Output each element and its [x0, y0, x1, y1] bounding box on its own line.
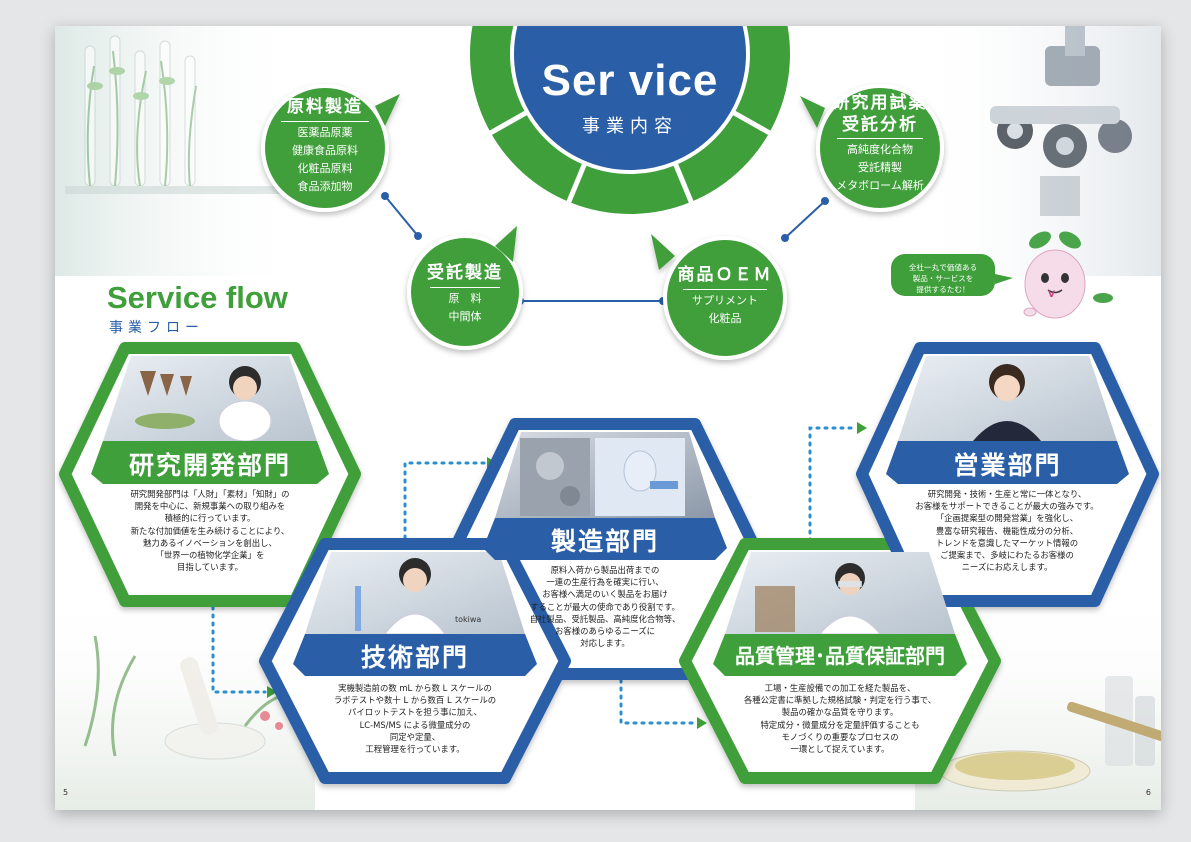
dept-desc-rd: 研究開発部門は「人財」「素材」「知財」の 開発を中心に、新規事業への取り組みを … [130, 489, 290, 573]
dept-desc-quality: 工場・生産設備での加工を経た製品を、 各種公定書に準拠した規格試験・判定を行う事… [743, 683, 937, 755]
bubble-items-oem: サプリメント 化粧品 [665, 292, 785, 328]
flow-title: Service flow [107, 280, 288, 315]
dept-name-sales: 営業部門 [953, 451, 1062, 480]
sales-photo [898, 356, 1117, 441]
dept-desc-manufacturing: 原料入荷から製品出荷までの 一連の生産行為を確実に行い、 お客様へ満足のいく製品… [529, 565, 681, 649]
mascot-speech-bubble: 全社一丸で価値ある 製品・サービスを 提供するたむ！ [908, 263, 978, 294]
bubble-item: メタボローム解析 [836, 179, 924, 192]
page-number-right: 6 [1145, 788, 1151, 797]
flow-subtitle: 事業フロー [109, 320, 204, 336]
bubble-item: 化粧品原料 [297, 162, 353, 175]
bubble-connector-1 [384, 195, 419, 237]
dept-desc-technical: 実機製造前の数 mL から数 L スケールの ラボテストや数十 L から数百 L… [333, 683, 497, 755]
bubble-shapes [261, 84, 944, 360]
test-tube-plants [65, 35, 285, 194]
bubble-title-reagents-analysis: 研究用試薬 受託分析 [820, 92, 940, 136]
bubble-title-line: 研究用試薬 [832, 93, 928, 113]
bubble-item: 健康食品原料 [292, 144, 358, 157]
bubble-item: サプリメント [692, 294, 758, 307]
bubble-title-raw-materials: 原料製造 [287, 97, 363, 117]
dept-desc-sales: 研究開発・技術・生産と常に一体となり、 お客様をサポートできることが最大の強みで… [915, 489, 1099, 573]
bubble-items-contract-manufacturing: 原 料 中間体 [410, 290, 520, 326]
bottom-left-photo-bg [55, 586, 315, 810]
brochure-spread: tokiwa Ser vice 事業内容 原料製造 医薬品原薬 健康食品原 [55, 26, 1161, 810]
bubble-item: 食品添加物 [297, 180, 353, 193]
mascot-badge: V [1048, 290, 1055, 300]
dept-name-manufacturing: 製造部門 [550, 527, 659, 556]
bubble-item: 高純度化合物 [847, 143, 913, 156]
mascot-character [891, 231, 1113, 319]
microscope-illustration [990, 26, 1132, 216]
bubble-divider [281, 121, 369, 122]
bubble-items-raw-materials: 医薬品原薬 健康食品原料 化粧品原料 食品添加物 [265, 124, 385, 196]
qa-photo [725, 552, 955, 635]
service-subtitle: 事業内容 [582, 116, 678, 137]
bubble-connector-3 [784, 200, 826, 239]
dept-name-quality: 品質管理･品質保証部門 [735, 644, 945, 668]
department-banners [91, 441, 1129, 676]
bubble-items-reagents-analysis: 高純度化合物 受託精製 メタボローム解析 [820, 141, 940, 195]
bubble-divider [683, 289, 767, 290]
petri-dish-illustration [939, 676, 1161, 792]
dept-name-technical: 技術部門 [360, 643, 469, 672]
page-number-left: 5 [63, 788, 69, 797]
flow-arrows [211, 426, 857, 725]
bubble-divider [837, 138, 923, 139]
bubble-title-oem: 商品ＯＥＭ [677, 265, 773, 285]
dept-name-rd: 研究開発部門 [128, 451, 291, 480]
lab-coat-badge-text: tokiwa [455, 615, 481, 624]
layout-graphics: tokiwa [55, 26, 1161, 810]
manufacturing-photo [495, 432, 715, 518]
service-title: Ser vice [541, 56, 719, 105]
bubble-divider [430, 287, 500, 288]
mortar-illustration [83, 635, 306, 760]
bubble-item: 原 料 [448, 292, 482, 305]
bubble-item: 化粧品 [708, 312, 742, 325]
service-center-ring [466, 26, 794, 218]
bubble-item: 中間体 [448, 310, 482, 323]
rd-photo [103, 356, 317, 442]
technical-photo: tokiwa [305, 552, 525, 635]
bubble-item: 医薬品原薬 [297, 126, 353, 139]
bubble-title-contract-manufacturing: 受託製造 [427, 263, 503, 283]
bubble-title-line: 受託分析 [842, 115, 918, 135]
bubble-item: 受託精製 [858, 161, 902, 174]
